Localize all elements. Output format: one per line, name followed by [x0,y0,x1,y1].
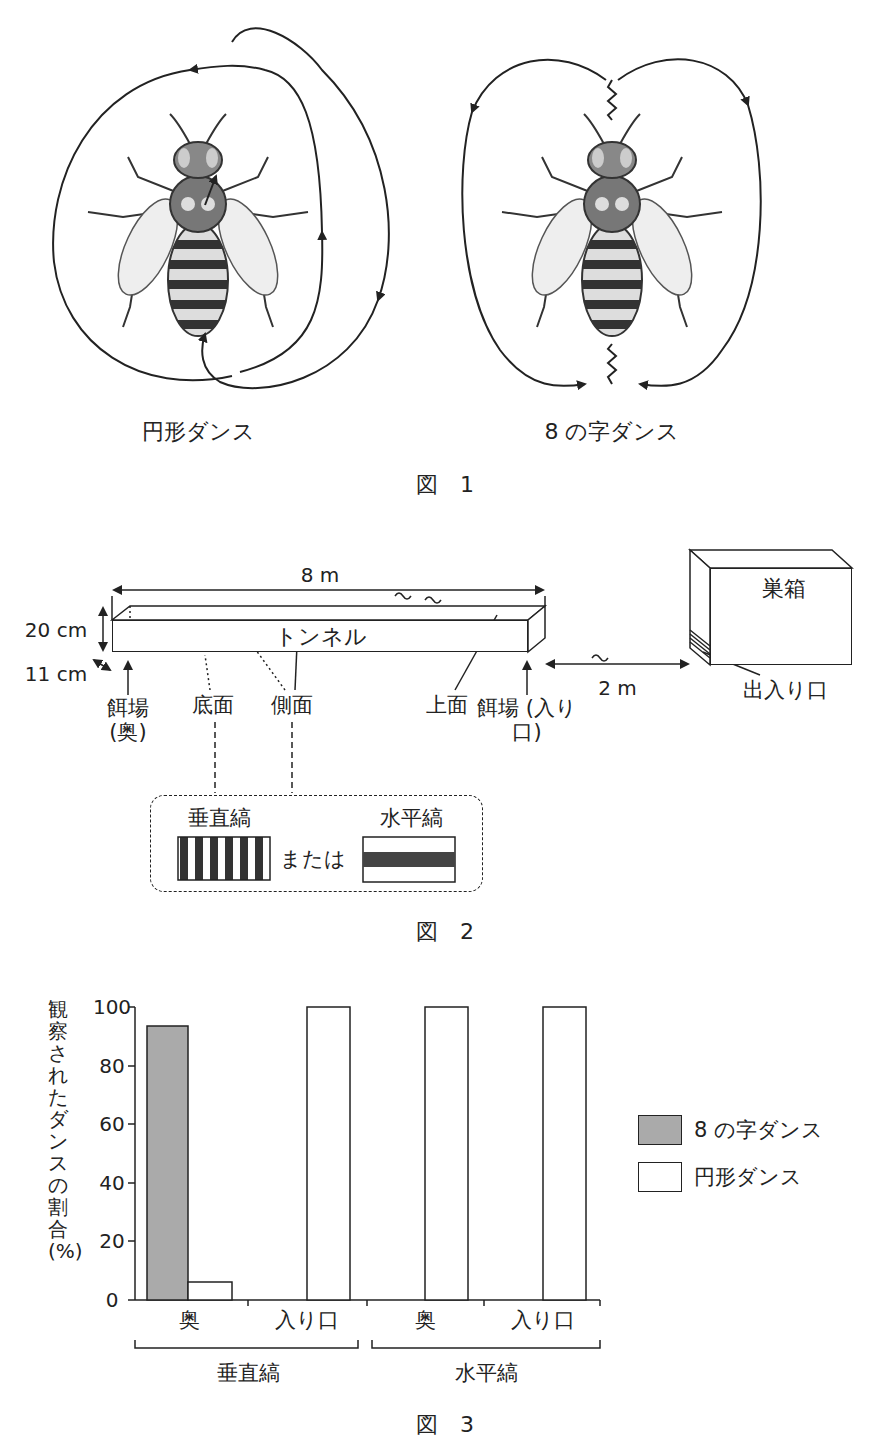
stripe-options: 垂直縞または 水平縞 [150,795,483,892]
label: 図 2 [416,919,474,944]
chart-axes [128,1007,600,1306]
label: 観察されたダンスの割合(%) [48,998,68,1262]
tunnel-faces [112,606,545,652]
label: 出入り口 [743,678,828,702]
label: 奥 [179,1308,200,1332]
label: 入り口 [275,1308,339,1332]
label: 60 [99,1113,124,1136]
stripe-samples [178,837,455,882]
label: 20 cm [25,619,87,642]
legend-swatch [638,1115,682,1145]
label: 図 1 [416,472,474,497]
label: 垂直縞 [217,1361,280,1385]
label: 8 m [301,564,340,587]
dimension-connector [547,663,688,665]
nest-box: 巣箱 [710,568,852,665]
node-text: トンネル [275,624,367,649]
label: 餌場 (奥) [102,696,154,744]
label: 0 [106,1289,119,1312]
round-dance-path [53,28,389,388]
node-text: または [280,847,346,871]
dimension-lines [94,590,545,670]
legend-swatch [638,1162,682,1192]
label: 図 3 [416,1412,474,1437]
label: 側面 [271,693,313,717]
legend-text: 円形ダンス [694,1165,802,1189]
group-brackets [135,1340,600,1348]
label: 100 [93,996,131,1019]
node-text: 巣箱 [762,576,806,601]
bee [88,114,308,336]
label: 8 の字ダンス [545,419,680,444]
label: 奥 [415,1308,436,1332]
tunnel-front: トンネル [112,620,528,652]
edge-label: 2 m [598,677,637,700]
nest-box-faces [690,550,852,665]
bars [147,1007,586,1300]
label: 40 [99,1172,124,1195]
label: 上面 [426,693,468,717]
label: 水平縞 [455,1361,518,1385]
label: 餌場 (入り口) [477,696,577,744]
label: 20 [99,1230,124,1253]
label: 11 cm [25,663,87,686]
bee [502,114,722,336]
node-text: 水平縞 [380,806,443,830]
label: 底面 [192,693,234,717]
label: 80 [99,1055,124,1078]
label: 入り口 [511,1308,575,1332]
node-text: 垂直縞 [188,806,251,830]
label: 円形ダンス [142,419,255,444]
waggle-dance-path [462,59,760,386]
legend-text: 8 の字ダンス [694,1118,823,1142]
